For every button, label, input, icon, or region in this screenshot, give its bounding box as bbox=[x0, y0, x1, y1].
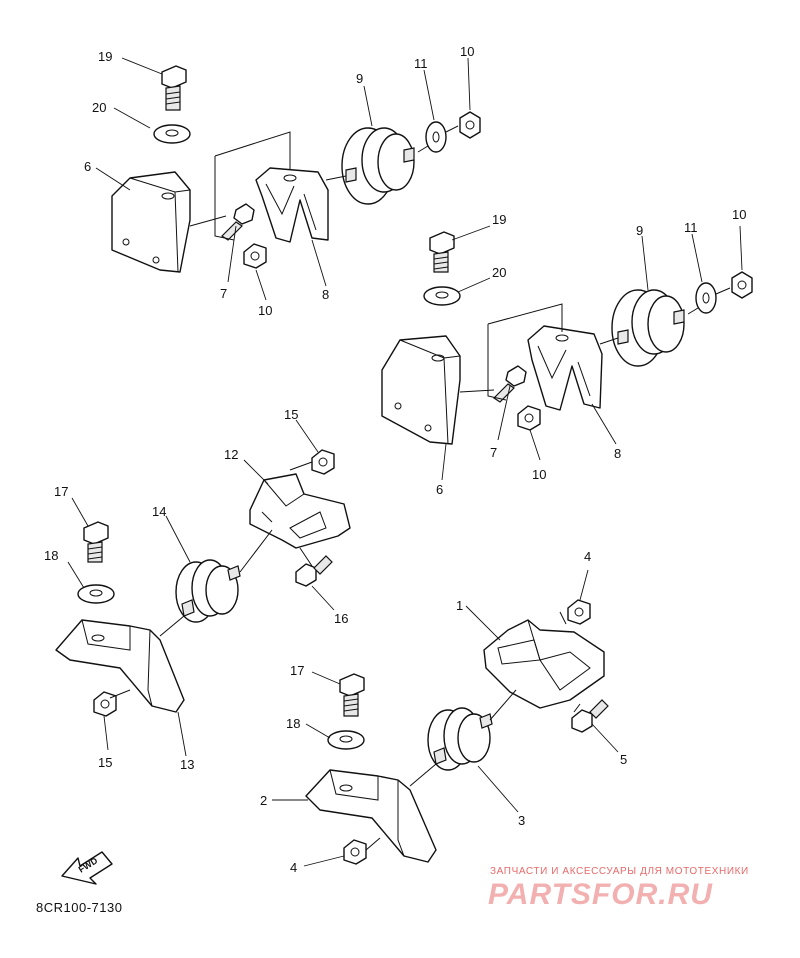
callout-9: 9 bbox=[636, 223, 644, 238]
callout-20: 20 bbox=[92, 100, 107, 115]
rubber-mount-3 bbox=[427, 707, 493, 771]
callout-15: 15 bbox=[98, 755, 113, 770]
callout-11: 11 bbox=[684, 220, 698, 235]
callout-10: 10 bbox=[258, 303, 273, 318]
nut-4-d-lower bbox=[343, 839, 367, 865]
washer-20-a bbox=[153, 124, 191, 144]
callout-17: 17 bbox=[54, 484, 69, 499]
callout-2: 2 bbox=[260, 793, 268, 808]
callout-18: 18 bbox=[286, 716, 301, 731]
bracket-8-a bbox=[255, 167, 329, 243]
rubber-mount-9-b bbox=[611, 289, 685, 367]
callout-20: 20 bbox=[492, 265, 507, 280]
callout-8: 8 bbox=[322, 287, 330, 302]
bracket-13 bbox=[55, 619, 185, 713]
callout-14: 14 bbox=[152, 504, 167, 519]
callout-17: 17 bbox=[290, 663, 305, 678]
callout-6: 6 bbox=[436, 482, 444, 497]
callout-10: 10 bbox=[532, 467, 547, 482]
callout-11: 11 bbox=[414, 56, 428, 71]
callout-10: 10 bbox=[732, 207, 747, 222]
callout-3: 3 bbox=[518, 813, 526, 828]
nut-10-b bbox=[731, 271, 753, 299]
callout-10: 10 bbox=[460, 44, 475, 59]
washer-18-d bbox=[327, 730, 365, 750]
callout-9: 9 bbox=[356, 71, 364, 86]
callout-15: 15 bbox=[284, 407, 299, 422]
callout-19: 19 bbox=[98, 49, 113, 64]
bracket-8-b bbox=[527, 325, 603, 411]
callout-12: 12 bbox=[224, 447, 239, 462]
callout-13: 13 bbox=[180, 757, 195, 772]
bolt-17-d bbox=[339, 673, 365, 717]
callout-8: 8 bbox=[614, 446, 622, 461]
rubber-mount-14 bbox=[175, 559, 241, 623]
callout-4: 4 bbox=[290, 860, 298, 875]
nut-10-b-lower bbox=[517, 405, 541, 431]
bracket-1 bbox=[483, 619, 605, 709]
bolt-16 bbox=[295, 555, 333, 587]
nut-10-a-lower bbox=[243, 243, 267, 269]
bracket-6-b bbox=[381, 335, 461, 445]
watermark-logo: PARTSFOR.RU bbox=[488, 878, 713, 911]
fwd-arrow-icon bbox=[61, 851, 113, 885]
bolt-17-c bbox=[83, 521, 109, 563]
callout-4: 4 bbox=[584, 549, 592, 564]
bolt-19-a bbox=[161, 65, 187, 111]
bracket-12 bbox=[249, 473, 351, 549]
bolt-19-b bbox=[429, 231, 455, 273]
washer-18-c bbox=[77, 584, 115, 604]
nut-4-d bbox=[567, 599, 591, 625]
callout-6: 6 bbox=[84, 159, 92, 174]
callout-7: 7 bbox=[490, 445, 498, 460]
bolt-7-a bbox=[221, 203, 255, 241]
bracket-2 bbox=[305, 769, 437, 863]
bracket-6-a bbox=[111, 171, 191, 273]
nut-15-c-lower bbox=[93, 691, 117, 717]
washer-20-b bbox=[423, 286, 461, 306]
washer-11-a bbox=[425, 121, 447, 153]
nut-15-c bbox=[311, 449, 335, 475]
callout-7: 7 bbox=[220, 286, 228, 301]
watermark-tagline: ЗАПЧАСТИ И АКСЕССУАРЫ ДЛЯ МОТОТЕХНИКИ bbox=[490, 866, 749, 877]
callout-19: 19 bbox=[492, 212, 507, 227]
bolt-5 bbox=[571, 699, 609, 733]
callout-16: 16 bbox=[334, 611, 349, 626]
callout-18: 18 bbox=[44, 548, 59, 563]
diagram-code: 8CR100-7130 bbox=[36, 900, 123, 915]
rubber-mount-9-a bbox=[341, 127, 415, 205]
nut-10-a bbox=[459, 111, 481, 139]
callout-5: 5 bbox=[620, 752, 628, 767]
callout-1: 1 bbox=[456, 598, 464, 613]
washer-11-b bbox=[695, 282, 717, 314]
bolt-7-b bbox=[493, 365, 527, 403]
